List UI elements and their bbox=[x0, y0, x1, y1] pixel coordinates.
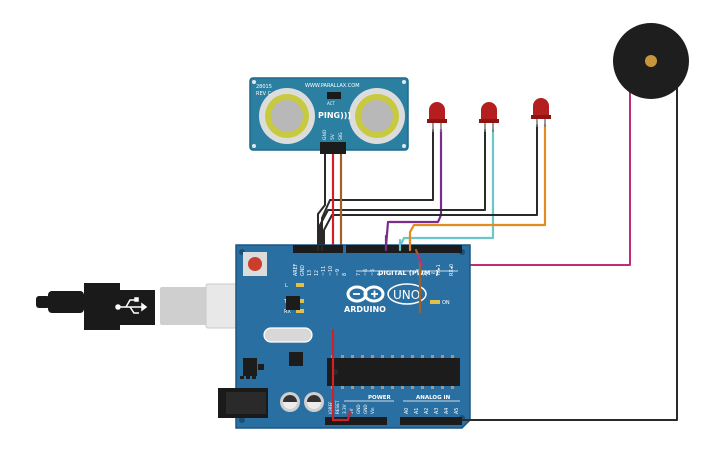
small-chip bbox=[286, 296, 300, 310]
crystal bbox=[263, 327, 313, 343]
red-led-3[interactable] bbox=[531, 98, 551, 127]
pin-gnd-1: GND bbox=[356, 404, 361, 414]
wire-ends bbox=[317, 234, 471, 422]
power-label: POWER bbox=[368, 395, 392, 401]
piezo-buzzer-icon[interactable] bbox=[613, 23, 689, 100]
sensor-url: WWW.PARALLAX.COM bbox=[305, 83, 360, 89]
reset-button[interactable] bbox=[243, 252, 267, 276]
sensor-model: 28015 bbox=[256, 84, 272, 90]
pin-a1: A1 bbox=[414, 408, 420, 414]
sensor-act: ACT bbox=[327, 101, 335, 106]
power-header bbox=[325, 417, 387, 425]
pin-a5: A5 bbox=[454, 408, 460, 414]
wire-ping-gnd bbox=[317, 149, 326, 247]
sensor-pin-sig: SIG bbox=[338, 132, 344, 140]
arduino-logo-icon bbox=[346, 285, 385, 303]
voltage-regulator bbox=[240, 358, 264, 379]
atmega-chip bbox=[327, 355, 460, 389]
pin-9: ~9 bbox=[335, 269, 341, 276]
pin-11: ~11 bbox=[321, 266, 327, 276]
label-l: L bbox=[285, 283, 288, 289]
wire-led3-signal bbox=[408, 123, 547, 248]
pin-reset: RESET bbox=[335, 400, 340, 414]
sensor-rev: REV C bbox=[256, 91, 272, 97]
pin-a3: A3 bbox=[434, 408, 440, 414]
regulator-small bbox=[289, 352, 303, 366]
pin-a4: A4 bbox=[444, 408, 450, 414]
pin-8: 8 bbox=[342, 273, 348, 276]
sensor-name: PING))) bbox=[318, 111, 351, 120]
pin-gnd-top: GND bbox=[300, 265, 306, 276]
board-name: ARDUINO bbox=[344, 305, 386, 314]
power-pin-labels: IOREF RESET 3.3V 5V GND GND Vin bbox=[328, 400, 375, 414]
pin-12: 12 bbox=[314, 270, 320, 276]
pin-6: ~6 bbox=[363, 269, 369, 276]
pin-5: ~5 bbox=[370, 269, 376, 276]
wire-buzzer-signal bbox=[417, 97, 631, 266]
sensor-header bbox=[320, 142, 346, 154]
analog-header bbox=[400, 417, 462, 425]
pin-gnd-2: GND bbox=[363, 404, 368, 414]
usb-cable-icon bbox=[36, 283, 269, 330]
power-jack bbox=[218, 388, 268, 418]
label-rx: RX bbox=[284, 309, 291, 315]
ultrasonic-transducer-right bbox=[349, 88, 405, 144]
pin-a2: A2 bbox=[424, 408, 430, 414]
sensor-pin-5v: 5V bbox=[330, 133, 336, 140]
wire-led2-cathode bbox=[319, 129, 486, 247]
pin-ioref: IOREF bbox=[328, 401, 333, 414]
pin-10: ~10 bbox=[328, 266, 334, 276]
pin-a0: A0 bbox=[404, 408, 410, 414]
pin-aref: AREF bbox=[293, 263, 299, 276]
ping-sensor[interactable]: 28015 REV C WWW.PARALLAX.COM ACT PING)))… bbox=[249, 77, 409, 154]
pin-7: 7 bbox=[356, 273, 362, 276]
pin-vin: Vin bbox=[370, 407, 375, 414]
sensor-pin-gnd: GND bbox=[322, 129, 328, 140]
wire-led1-signal bbox=[384, 128, 443, 248]
capacitor-2 bbox=[304, 392, 324, 412]
board-model: UNO bbox=[393, 288, 420, 302]
pin-2: 2 bbox=[423, 273, 429, 276]
analog-pin-labels: A0 A1 A2 A3 A4 A5 bbox=[404, 408, 460, 414]
sensor-pin-labels: GND 5V SIG bbox=[322, 129, 344, 140]
usb-symbol-icon bbox=[115, 297, 148, 314]
act-led bbox=[327, 92, 341, 99]
wire-led1-cathode bbox=[321, 129, 434, 247]
pin-13: 13 bbox=[307, 270, 313, 276]
arduino-uno-board[interactable]: AREF GND 13 12 ~11 ~10 ~9 8 7 ~6 ~5 4 ~3… bbox=[218, 244, 471, 429]
red-led-2[interactable] bbox=[479, 102, 499, 132]
pin-5v: 5V bbox=[349, 408, 354, 414]
pin-4: 4 bbox=[377, 273, 383, 276]
analog-label: ANALOG IN bbox=[416, 395, 451, 401]
red-led-1[interactable] bbox=[427, 102, 447, 132]
pin-3v3: 3.3V bbox=[342, 404, 347, 414]
digital-label: DIGITAL (PWM~) bbox=[378, 269, 439, 277]
pin-0: RX◂0 bbox=[449, 264, 455, 276]
wire-led2-signal bbox=[398, 128, 495, 248]
wire-buzzer-gnd bbox=[461, 97, 678, 421]
on-label: ON bbox=[442, 300, 450, 306]
capacitor-1 bbox=[280, 392, 300, 412]
uno-badge: UNO bbox=[387, 283, 427, 305]
ultrasonic-transducer-left bbox=[259, 88, 315, 144]
